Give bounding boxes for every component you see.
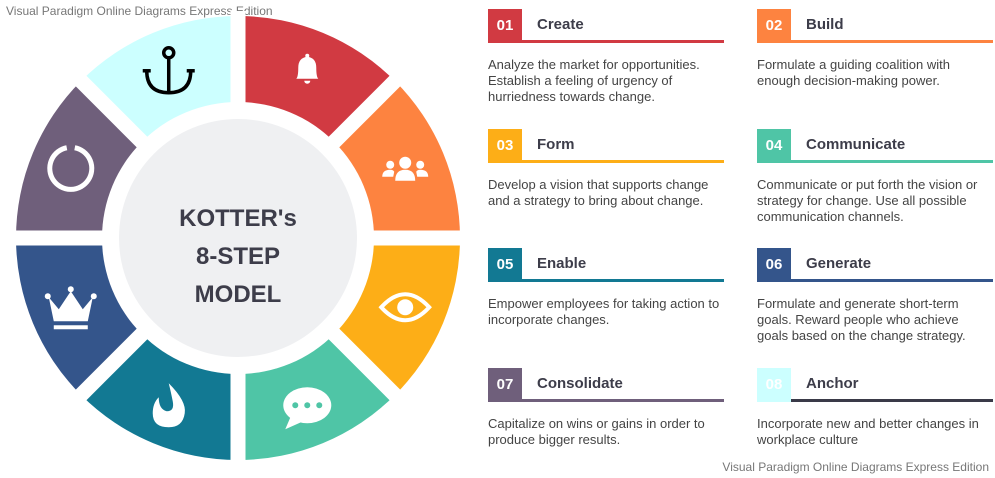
step-underline [522,279,724,282]
step-number: 04 [757,128,791,163]
step-description: Formulate a guiding coalition with enoug… [757,57,950,88]
step-description: Analyze the market for opportunities. Es… [488,57,700,104]
step-card-08: 08 Anchor Incorporate new and better cha… [757,367,993,448]
step-number: 02 [757,9,791,43]
step-title: Form [537,135,575,153]
step-header: 04 Communicate [757,128,993,163]
step-number: 06 [757,248,791,282]
step-card-04: 04 Communicate Communicate or put forth … [757,128,993,225]
step-number: 07 [488,367,522,402]
step-underline [791,40,993,43]
step-title: Anchor [806,374,859,392]
step-number: 08 [757,367,791,402]
center-line-3: MODEL [194,281,282,308]
step-card-05: 05 Enable Empower employees for taking a… [488,248,724,328]
step-card-01: 01 Create Analyze the market for opportu… [488,9,724,105]
power-ring-icon [47,145,95,192]
step-underline [791,279,993,282]
step-title: Create [537,16,584,33]
step-description: Communicate or put forth the vision or s… [757,176,978,224]
step-description: Capitalize on wins or gains in order to … [488,415,705,447]
step-card-06: 06 Generate Formulate and generate short… [757,248,993,344]
step-title: Communicate [806,135,906,153]
step-description: Develop a vision that supports change an… [488,176,709,208]
step-header: 07 Consolidate [488,367,724,402]
center-title: KOTTER's 8-STEP MODEL [119,200,357,314]
step-number: 01 [488,9,522,43]
step-underline [522,159,724,163]
step-title: Enable [537,255,587,272]
step-underline [522,398,724,402]
step-header: 08 Anchor [757,367,993,402]
step-card-07: 07 Consolidate Capitalize on wins or gai… [488,367,724,448]
step-card-03: 03 Form Develop a vision that supports c… [488,128,724,209]
step-underline [522,40,724,43]
step-title: Consolidate [537,374,623,392]
step-card-02: 02 Build Formulate a guiding coalition w… [757,9,993,89]
step-underline [791,398,993,402]
eye-icon [378,292,432,323]
anchor-icon [142,46,195,95]
step-title: Generate [806,255,872,272]
center-line-1: KOTTER's [179,205,297,232]
watermark-bottom: Visual Paradigm Online Diagrams Express … [722,460,989,474]
step-description: Incorporate new and better changes in wo… [757,415,979,447]
step-description: Empower employees for taking action to i… [488,296,720,327]
step-description: Formulate and generate short-term goals.… [757,296,966,343]
step-header: 02 Build [757,9,993,43]
flame-icon [152,383,185,428]
center-circle [119,119,357,357]
group-icon [382,156,429,181]
kotter-wheel [11,11,465,465]
step-header: 01 Create [488,9,724,43]
crown-icon [44,286,97,330]
bell-icon [296,53,319,84]
step-number: 03 [488,128,522,163]
step-title: Build [806,16,844,33]
step-underline [791,159,993,163]
step-header: 03 Form [488,128,724,163]
chat-bubble-icon [283,387,332,430]
step-number: 05 [488,248,522,282]
step-header: 05 Enable [488,248,724,282]
step-header: 06 Generate [757,248,993,282]
center-line-2: 8-STEP [195,243,281,270]
watermark-top: Visual Paradigm Online Diagrams Express … [6,4,273,18]
